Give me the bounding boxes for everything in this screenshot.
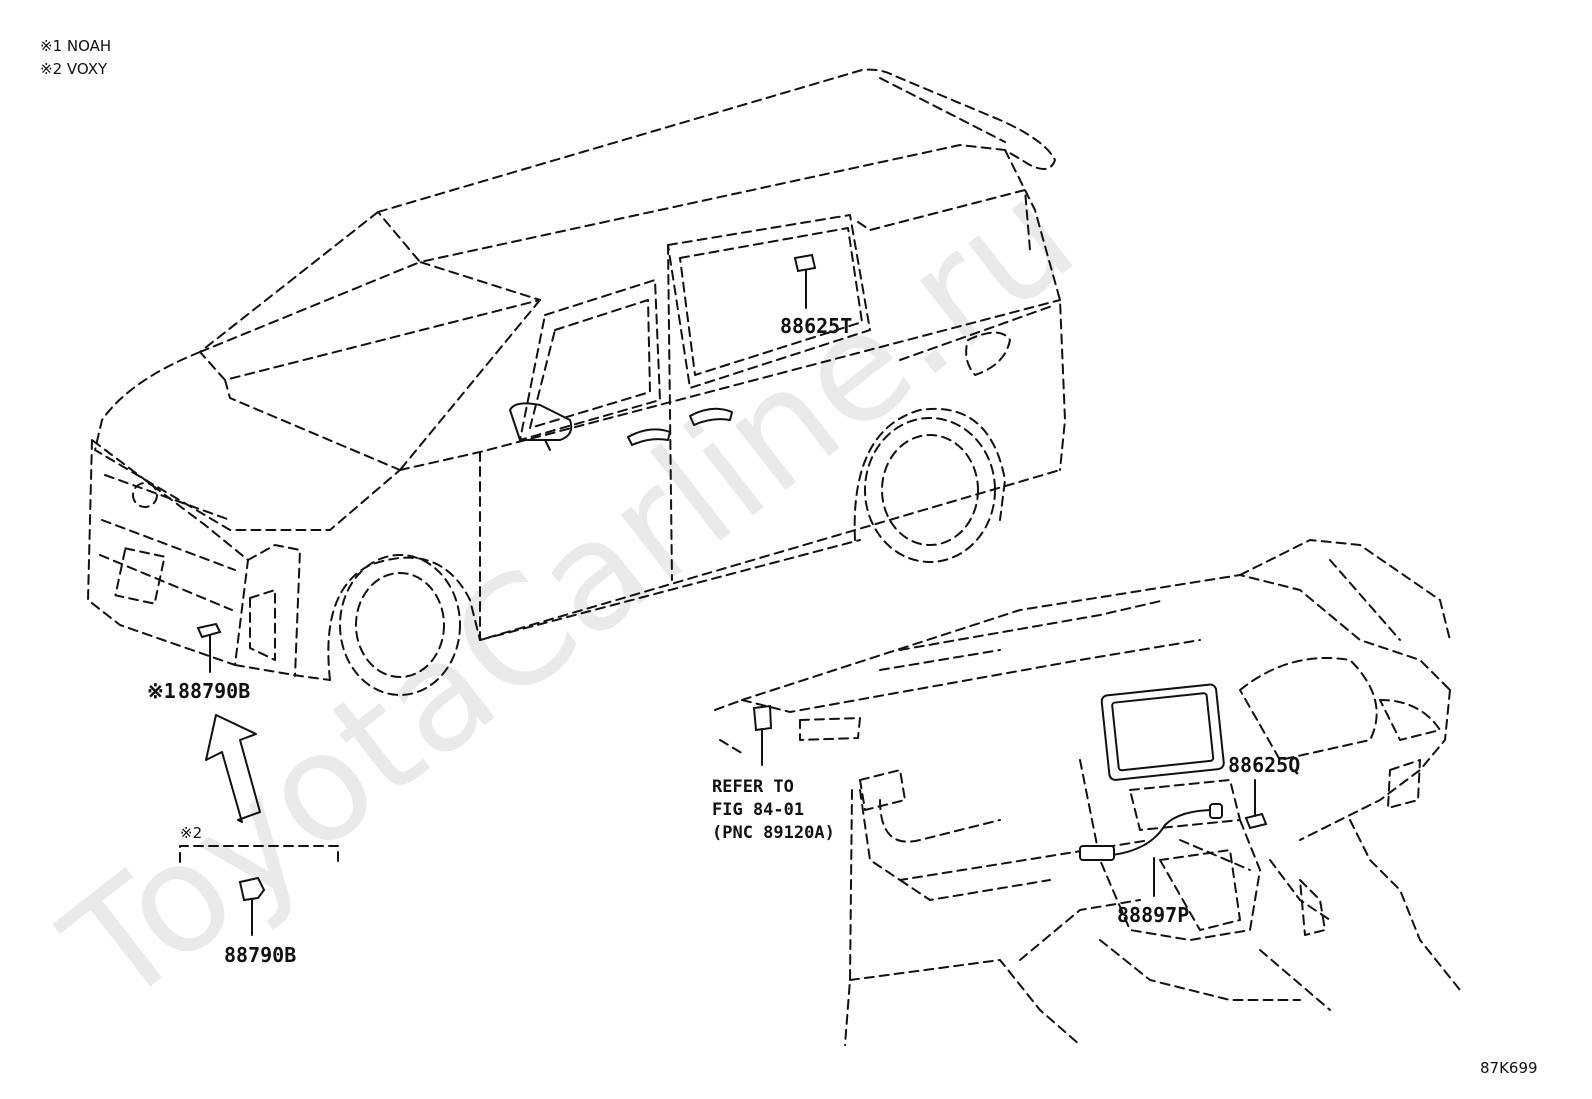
detail-bracket <box>179 845 339 863</box>
arrow-up-icon <box>205 714 261 823</box>
part-88790B-detail-shape <box>238 876 266 936</box>
part-88625Q-shape <box>1244 779 1268 830</box>
part-88790B-front-shape <box>196 622 222 673</box>
dashboard-outline <box>714 539 1461 1046</box>
part-88625T-shape <box>793 253 817 309</box>
label-88625Q: 88625Q <box>1228 753 1300 777</box>
label-88790B-prefix: ※1 <box>147 679 176 703</box>
label-88790B-detail: 88790B <box>224 943 296 967</box>
legend-noah: ※1 NOAH <box>40 37 111 55</box>
detail-prefix: ※2 <box>180 824 202 842</box>
watermark: ToyotaCarline.ru <box>34 149 1105 1039</box>
refer-line-1: REFER TO <box>712 777 794 797</box>
figure-code: 87K699 <box>1480 1059 1538 1077</box>
label-88790B-front: 88790B <box>178 679 250 703</box>
refer-line-3: (PNC 89120A) <box>712 823 835 843</box>
van-outline <box>87 68 1066 696</box>
refer-line-2: FIG 84-01 <box>712 800 804 820</box>
legend-voxy: ※2 VOXY <box>40 60 108 78</box>
label-88625T: 88625T <box>780 314 852 338</box>
label-88897P: 88897P <box>1117 903 1189 927</box>
part-89120A-shape <box>752 704 773 766</box>
center-display <box>1100 683 1225 781</box>
